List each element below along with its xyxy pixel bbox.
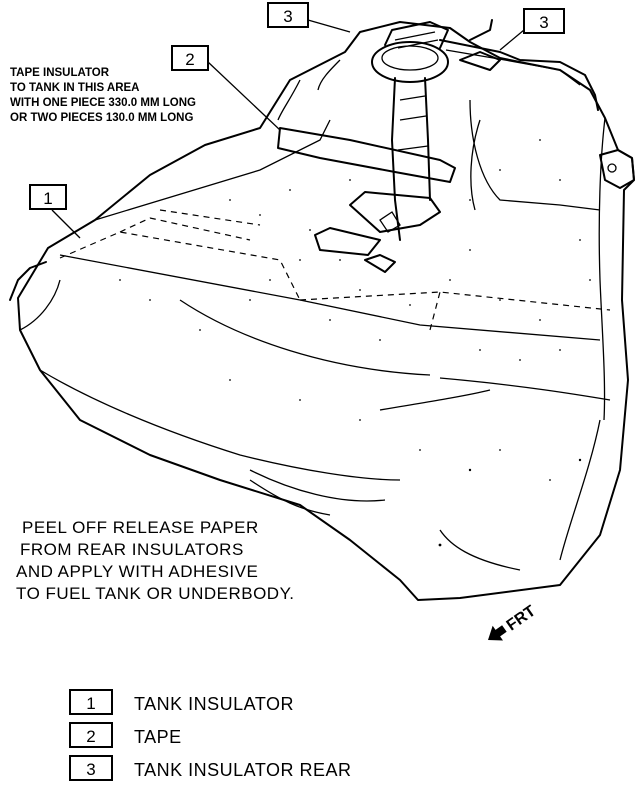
tape-note-line-3: WITH ONE PIECE 330.0 MM LONG (10, 97, 196, 109)
legend-label: TAPE (134, 727, 182, 747)
callout-number: 3 (539, 13, 548, 32)
legend-number: 1 (86, 694, 95, 713)
peel-note-line-3: AND APPLY WITH ADHESIVE (16, 562, 258, 581)
tape-note-line-4: OR TWO PIECES 130.0 MM LONG (10, 112, 193, 124)
legend-item-2: 2 TAPE (69, 722, 182, 748)
front-direction-indicator: FRT (488, 603, 539, 641)
legend-label: TANK INSULATOR (134, 694, 294, 714)
peel-note-line-2: FROM REAR INSULATORS (20, 540, 244, 559)
front-label: FRT (504, 603, 539, 635)
tape-note-line-2: TO TANK IN THIS AREA (10, 82, 139, 94)
callout-tank-insulator: 1 (29, 184, 67, 210)
fuel-tank-illustration (9, 19, 635, 601)
peel-note: PEEL OFF RELEASE PAPER FROM REAR INSULAT… (16, 518, 294, 603)
peel-note-line-1: PEEL OFF RELEASE PAPER (22, 518, 259, 537)
callout-number: 2 (185, 50, 194, 69)
legend-number: 3 (86, 760, 95, 779)
legend-item-3: 3 TANK INSULATOR REAR (69, 755, 352, 781)
peel-note-line-4: TO FUEL TANK OR UNDERBODY. (16, 584, 294, 603)
legend: 1 TANK INSULATOR 2 TAPE 3 TANK INSULATOR… (69, 689, 352, 781)
legend-label: TANK INSULATOR REAR (134, 760, 352, 780)
tape-note: TAPE INSULATOR TO TANK IN THIS AREA WITH… (10, 67, 196, 124)
callout-top-left: 3 (267, 2, 309, 28)
front-arrow-icon (488, 625, 507, 641)
legend-number: 2 (86, 727, 95, 746)
callout-number: 3 (283, 7, 292, 26)
callout-top-right: 3 (523, 8, 565, 34)
callout-tape: 2 (171, 45, 209, 71)
legend-item-1: 1 TANK INSULATOR (69, 689, 294, 715)
tape-note-line-1: TAPE INSULATOR (10, 67, 110, 79)
callout-number: 1 (43, 189, 52, 208)
stipple-texture (119, 139, 591, 547)
leader-lines (51, 19, 525, 239)
